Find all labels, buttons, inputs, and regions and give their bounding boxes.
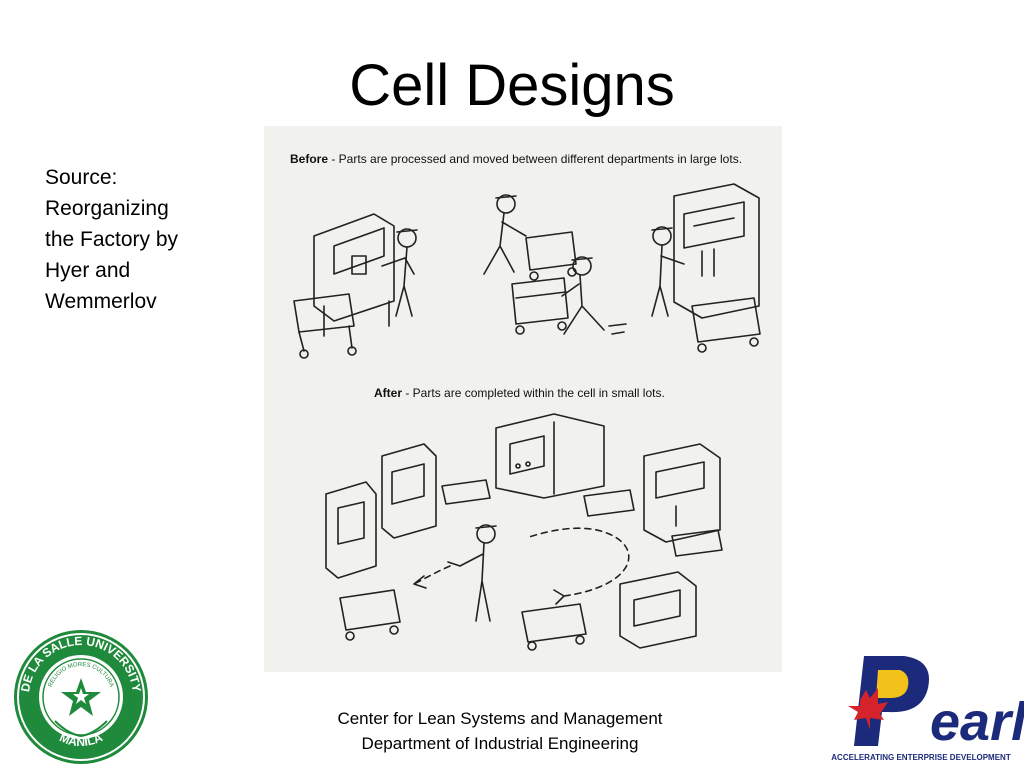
seal-bottom-text: MANILA — [57, 730, 105, 749]
cart-sketch — [525, 231, 577, 281]
after-text: - Parts are completed within the cell in… — [402, 386, 665, 400]
source-line: Hyer and — [45, 259, 131, 282]
worker-sketch — [651, 226, 685, 317]
source-line: Source: — [45, 166, 118, 189]
arrow-head — [413, 575, 427, 589]
footer: Center for Lean Systems and Management D… — [260, 706, 740, 756]
cart-sketch — [511, 277, 569, 335]
cart-sketch — [671, 529, 723, 557]
worker-sketch — [561, 256, 627, 335]
before-caption: Before - Parts are processed and moved b… — [290, 152, 742, 166]
worker-sketch — [483, 194, 527, 275]
footer-line: Center for Lean Systems and Management — [337, 709, 663, 728]
machine-sketch — [673, 183, 760, 319]
machine-sketch — [619, 571, 697, 649]
logo-initial-p — [854, 656, 929, 746]
source-line: Reorganizing — [45, 197, 169, 220]
maple-leaf-icon — [848, 688, 888, 730]
logo-tagline: ACCELERATING ENTERPRISE DEVELOPMENT — [831, 753, 1011, 762]
cart-sketch — [691, 297, 761, 353]
source-line: the Factory by — [45, 228, 179, 251]
illustration-drawing — [293, 183, 761, 651]
machine-sketch — [381, 443, 437, 539]
dlsu-seal-logo: DE LA SALLE UNIVERSITY MANILA RELIGIO MO… — [10, 626, 152, 768]
flow-arrow — [413, 565, 451, 585]
cart-sketch — [583, 489, 635, 517]
machine-sketch — [495, 413, 605, 499]
after-caption: After - Parts are completed within the c… — [374, 386, 665, 400]
before-text: - Parts are processed and moved between … — [328, 152, 743, 166]
cart-sketch — [339, 589, 401, 641]
machine-sketch — [643, 443, 721, 543]
cart-sketch — [441, 479, 491, 505]
arrow-head — [553, 589, 565, 605]
worker-sketch — [447, 524, 497, 622]
machine-sketch — [325, 481, 377, 579]
footer-line: Department of Industrial Engineering — [361, 734, 639, 753]
after-label: After — [374, 386, 403, 400]
source-line: Wemmerlov — [45, 290, 157, 313]
before-label: Before — [290, 152, 329, 166]
machine-sketch — [313, 213, 395, 337]
slide-title: Cell Designs — [349, 53, 675, 118]
cell-design-illustration: Before - Parts are processed and moved b… — [264, 126, 782, 672]
source-note: Source: Reorganizing the Factory by Hyer… — [45, 162, 235, 317]
flow-arrow — [525, 527, 630, 597]
cart-sketch — [521, 603, 587, 651]
logo-wordmark: earl2 — [930, 692, 1024, 752]
pearl2-logo: earl2 ACCELERATING ENTERPRISE DEVELOPMEN… — [818, 648, 1024, 768]
worker-sketch — [381, 228, 418, 317]
cart-sketch — [293, 293, 357, 359]
